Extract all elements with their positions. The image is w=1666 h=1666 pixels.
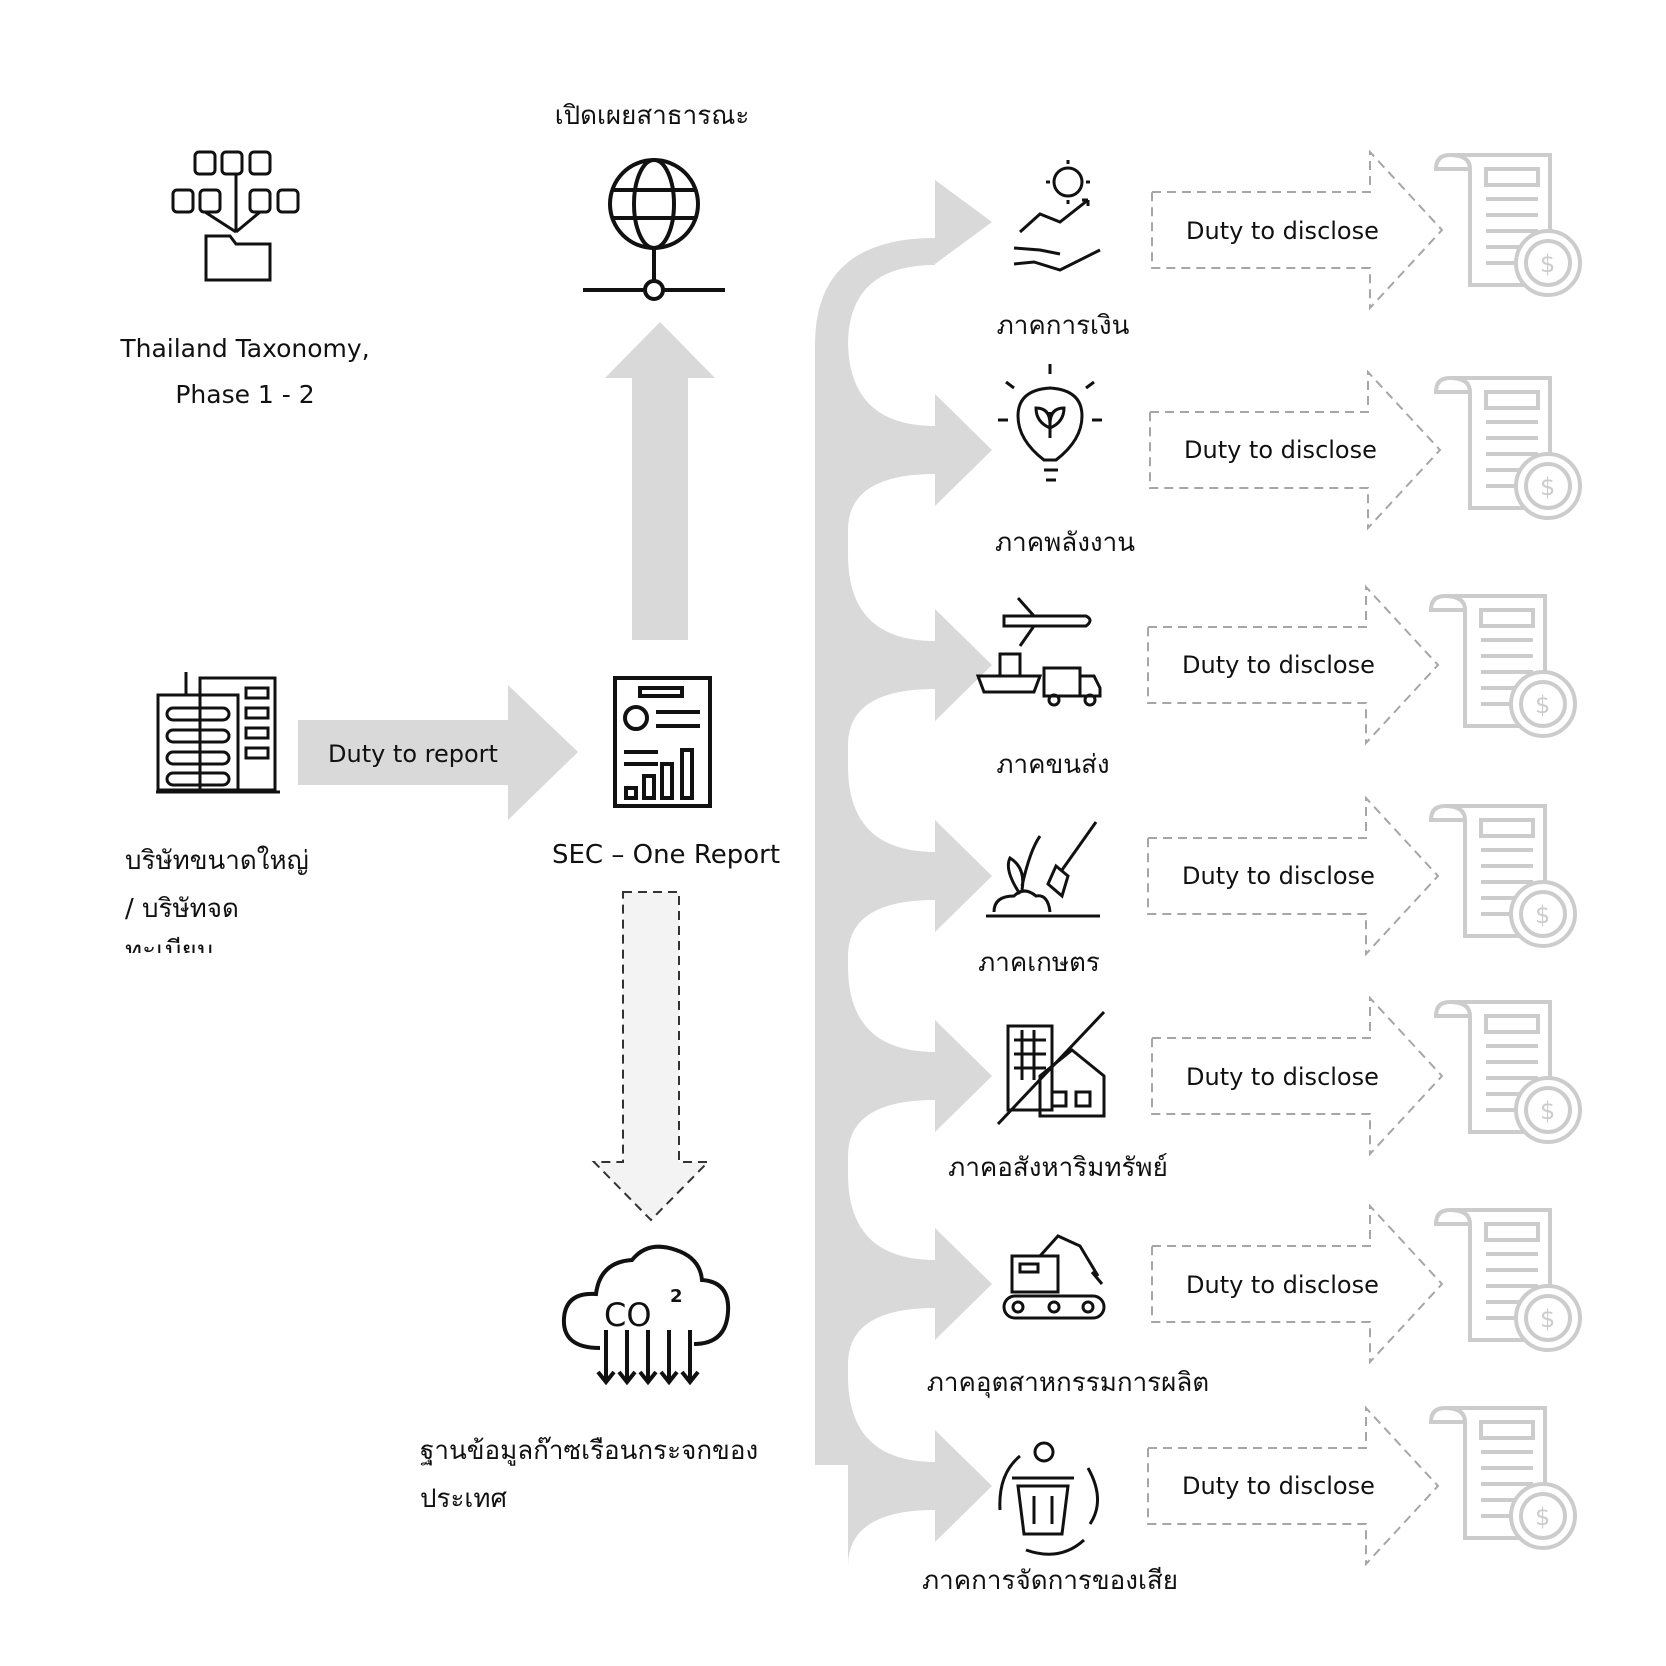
company-label-line1: บริษัทขนาดใหญ่ — [125, 846, 309, 876]
sector-branch-trunk — [815, 238, 935, 1465]
duty-to-report-label: Duty to report — [328, 740, 498, 768]
public-disclosure-label: เปิดเผยสาธารณะ — [554, 101, 750, 131]
duty-to-disclose-manufacturing: Duty to disclose — [1186, 1271, 1379, 1299]
taxonomy-folder-icon — [171, 150, 300, 282]
sector-label-manufacturing: ภาคอุตสาหกรรมการผลิต — [926, 1368, 1210, 1398]
duty-to-report-arrow — [298, 685, 578, 820]
financial-document-icon-transport: $ — [1428, 593, 1577, 738]
sector-label-agriculture: ภาคเกษตร — [978, 948, 1100, 978]
sector-label-real-estate: ภาคอสังหาริมทรัพย์ — [948, 1153, 1168, 1183]
sec-report-label: SEC – One Report — [552, 840, 781, 870]
dashed-arrow-finance — [1151, 149, 1444, 311]
company-label-line3: ทะเบียน — [125, 936, 215, 953]
sector-label-transport: ภาคขนส่ง — [996, 750, 1110, 780]
ghg-database-label-line1: ฐานข้อมูลก๊าซเรือนกระจกของ — [420, 1436, 759, 1466]
branch-arrow-waste — [848, 1376, 992, 1566]
sector-branch-arrows — [848, 180, 992, 1566]
dashed-arrow-manufacturing — [1151, 1203, 1444, 1365]
faded-financial-documents: $ $ $ $ $ $ $ — [1428, 152, 1582, 1550]
duty-to-disclose-agriculture: Duty to disclose — [1182, 862, 1375, 890]
financial-document-icon-manufacturing: $ — [1433, 1207, 1582, 1352]
dashed-arrow-energy — [1149, 369, 1442, 531]
dollar-icon: $ — [1540, 473, 1555, 501]
taxonomy-title-line1: Thailand Taxonomy, — [120, 334, 370, 363]
co2-text: CO — [604, 1296, 652, 1334]
dashed-arrow-agriculture — [1147, 795, 1440, 957]
sector-label-waste: ภาคการจัดการของเสีย — [922, 1566, 1178, 1596]
real-estate-icon — [996, 1010, 1106, 1126]
financial-document-icon-waste: $ — [1428, 1405, 1577, 1550]
dollar-icon: $ — [1540, 1097, 1555, 1125]
globe-network-icon — [583, 158, 725, 301]
co2-superscript: 2 — [670, 1286, 683, 1307]
dashed-arrow-waste — [1147, 1405, 1440, 1567]
company-label-line2: / บริษัทจด — [125, 894, 239, 924]
branch-arrow-transport — [848, 555, 992, 745]
dollar-icon: $ — [1535, 1503, 1550, 1531]
co2-cloud-icon — [561, 1244, 731, 1386]
sector-label-energy: ภาคพลังงาน — [995, 528, 1135, 558]
taxonomy-title-line2: Phase 1 - 2 — [175, 380, 315, 409]
manufacturing-icon — [1002, 1234, 1106, 1320]
branch-arrow-agriculture — [848, 766, 992, 956]
duty-to-disclose-real-estate: Duty to disclose — [1186, 1063, 1379, 1091]
branch-arrow-finance — [935, 180, 992, 264]
ghg-database-label-line2: ประเทศ — [420, 1484, 507, 1514]
sector-label-finance: ภาคการเงิน — [996, 311, 1130, 341]
duty-to-disclose-transport: Duty to disclose — [1182, 651, 1375, 679]
report-document-icon — [613, 676, 712, 808]
financial-document-icon-finance: $ — [1433, 152, 1582, 297]
dashed-arrow-transport — [1147, 584, 1440, 746]
dashed-disclose-arrows — [1147, 149, 1444, 1567]
dashed-arrow-real-estate — [1151, 995, 1444, 1157]
financial-document-icon-agriculture: $ — [1428, 803, 1577, 948]
branch-arrow-real-estate — [848, 966, 992, 1156]
transport-icon — [975, 597, 1102, 707]
company-label-line3-clip: ทะเบียน — [125, 930, 215, 953]
branch-arrow-manufacturing — [848, 1174, 992, 1364]
duty-to-disclose-waste: Duty to disclose — [1182, 1472, 1375, 1500]
finance-icon — [1013, 160, 1101, 272]
duty-to-disclose-energy: Duty to disclose — [1184, 436, 1377, 464]
waste-management-icon — [998, 1441, 1099, 1556]
energy-icon — [998, 364, 1102, 482]
financial-document-icon-energy: $ — [1433, 375, 1582, 520]
agriculture-icon — [986, 821, 1100, 918]
dollar-icon: $ — [1540, 250, 1555, 278]
dashed-down-arrow-to-ghg — [591, 891, 711, 1222]
dollar-icon: $ — [1535, 901, 1550, 929]
office-building-icon — [156, 672, 280, 794]
branch-arrow-energy — [848, 340, 992, 530]
duty-to-disclose-finance: Duty to disclose — [1186, 217, 1379, 245]
dollar-icon: $ — [1540, 1305, 1555, 1333]
financial-document-icon-real-estate: $ — [1433, 999, 1582, 1144]
dollar-icon: $ — [1535, 691, 1550, 719]
up-arrow-to-public — [605, 322, 715, 640]
